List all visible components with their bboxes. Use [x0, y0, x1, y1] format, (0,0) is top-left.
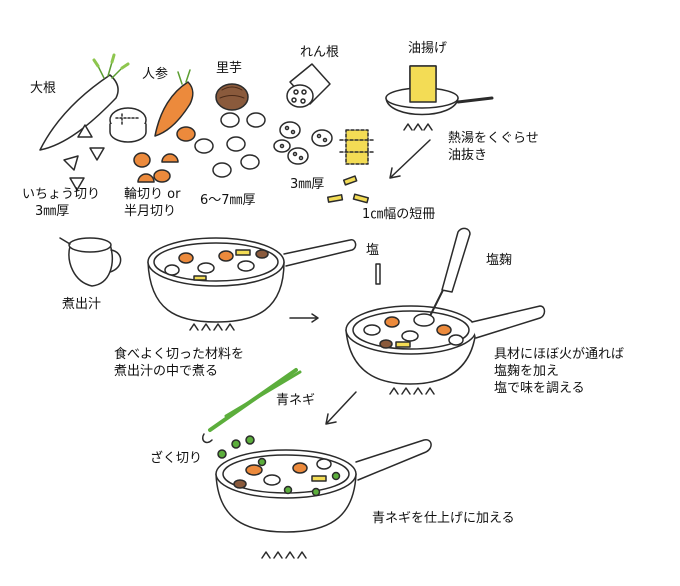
satoimo-slice-icon	[212, 162, 232, 178]
carrot-round-icon	[109, 107, 147, 143]
label-ninjin-cut: 輪切り or 半月切り	[124, 187, 181, 219]
pan-2-icon	[345, 227, 546, 395]
renkon-slice-icon	[279, 121, 301, 139]
label-aburaage: 油揚げ	[408, 41, 448, 56]
label-renkon-cut: 3㎜厚	[290, 177, 325, 192]
aburaage-strip-icon	[342, 175, 358, 186]
negi-piece-icon	[217, 449, 227, 459]
carrot-slice-icon	[176, 126, 196, 142]
daikon-piece-icon	[77, 124, 93, 138]
satoimo-slice-icon	[194, 138, 214, 154]
renkon-slice-icon	[273, 139, 291, 153]
negi-piece-icon	[231, 439, 241, 449]
label-step2: 具材にほぼ火が通れば 塩麹を加え 塩で味を調える	[494, 347, 625, 396]
label-step1: 食べよく切った材料を 煮出汁の中で煮る	[114, 347, 245, 379]
label-shiokoji: 塩麹	[486, 253, 513, 268]
label-daikon-cut: いちょう切り 3㎜厚	[22, 187, 101, 219]
daikon-piece-icon	[63, 155, 79, 171]
label-daikon: 大根	[30, 81, 57, 96]
pan-3-icon	[215, 439, 432, 559]
renkon-slice-icon	[311, 129, 333, 147]
aburaage-pot-icon	[385, 65, 494, 131]
carrot-half-icon	[137, 173, 155, 183]
carrot-slice-icon	[153, 169, 171, 183]
label-satoimo-cut: 6〜7㎜厚	[200, 193, 256, 208]
label-negi: 青ネギ	[276, 393, 316, 408]
aburaage-strip-icon	[352, 193, 370, 204]
satoimo-icon	[215, 83, 249, 111]
satoimo-slice-icon	[240, 154, 260, 170]
pan-1-icon	[147, 237, 357, 331]
negi-piece-icon	[245, 435, 255, 445]
satoimo-slice-icon	[226, 136, 246, 152]
label-negi-cut: ざく切り	[150, 451, 203, 466]
arrow-icon	[389, 139, 431, 179]
renkon-icon	[286, 63, 331, 108]
daikon-icon	[39, 53, 130, 151]
carrot-slice-icon	[133, 152, 151, 168]
arrow-icon	[325, 391, 357, 425]
label-satoimo: 里芋	[216, 61, 243, 76]
label-ninjin: 人参	[142, 67, 169, 82]
label-salt: 塩	[366, 243, 380, 258]
satoimo-slice-icon	[220, 112, 240, 128]
salt-icon	[375, 263, 381, 285]
label-dashi: 煮出汁	[62, 297, 102, 312]
carrot-half-icon	[161, 153, 179, 163]
aburaage-block-icon	[339, 129, 375, 165]
satoimo-slice-icon	[246, 112, 266, 128]
negi-icon	[201, 368, 302, 444]
dashi-jug-icon	[59, 237, 122, 287]
renkon-slice-icon	[287, 147, 309, 165]
daikon-piece-icon	[69, 177, 85, 191]
label-step3: 青ネギを仕上げに加える	[372, 511, 515, 526]
aburaage-strip-icon	[327, 194, 344, 203]
daikon-piece-icon	[89, 147, 105, 161]
arrow-icon	[289, 313, 319, 323]
label-aburaage-cut: 1㎝幅の短冊	[362, 207, 436, 222]
label-aburaage-prep: 熱湯をくぐらせ 油抜き	[448, 131, 539, 163]
label-renkon: れん根	[300, 45, 340, 60]
carrot-icon	[154, 69, 194, 137]
